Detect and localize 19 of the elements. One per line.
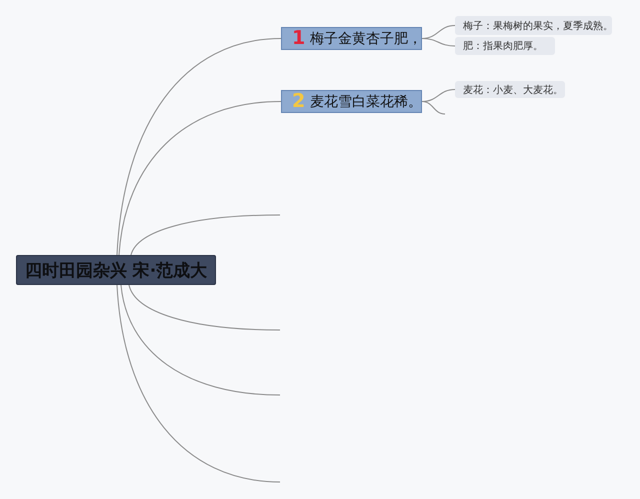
connector-line xyxy=(422,89,456,102)
connector-line xyxy=(116,284,280,482)
topic-box xyxy=(281,90,422,113)
connector-line xyxy=(422,101,446,114)
topic-text: 梅子金黄杏子肥， xyxy=(310,30,422,48)
connector-line xyxy=(128,284,280,330)
note-box: 麦花：小麦、大麦花。 xyxy=(455,81,565,98)
connector-line xyxy=(118,101,282,256)
connector-line xyxy=(422,38,456,46)
number-marker: 2 xyxy=(292,92,306,111)
topic-box xyxy=(281,27,422,50)
number-marker: 1 xyxy=(292,29,306,48)
note-box: 肥：指果肉肥厚。 xyxy=(455,37,555,55)
connector-line xyxy=(130,214,280,256)
connector-line xyxy=(116,38,282,256)
connector-line xyxy=(120,284,280,396)
note-box: 梅子：果梅树的果实，夏季成熟。 xyxy=(455,16,612,35)
central-topic-box: 四时田园杂兴 宋·范成大 xyxy=(16,255,216,285)
topic-text: 麦花雪白菜花稀。 xyxy=(310,92,422,110)
